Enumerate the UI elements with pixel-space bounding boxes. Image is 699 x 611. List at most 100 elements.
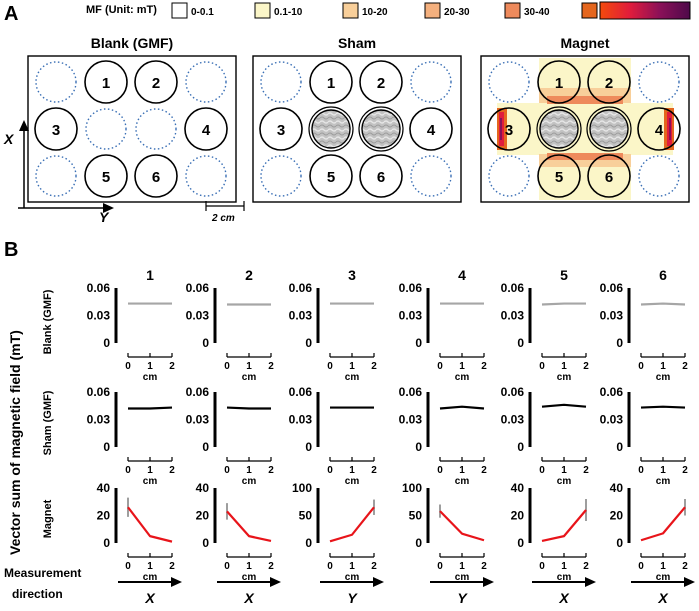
y-tick-label: 0 — [517, 336, 524, 350]
direction-arrow-head-icon — [585, 577, 596, 587]
y-tick-label: 0.06 — [186, 281, 210, 295]
x-unit-label: cm — [143, 372, 158, 383]
x-tick-label: 2 — [481, 465, 487, 476]
x-unit-label: cm — [455, 572, 470, 583]
well-label: 1 — [102, 75, 110, 92]
magnet-well-outer — [586, 106, 632, 152]
magnet-well — [311, 109, 351, 149]
x-unit-label: cm — [656, 476, 671, 487]
well-numbered — [537, 154, 581, 198]
x-unit-label: cm — [557, 372, 572, 383]
y-tick-label: 0.06 — [186, 385, 210, 399]
x-tick-label: 0 — [327, 361, 333, 372]
scale-bar-label: 2 cm — [211, 213, 235, 224]
well-numbered — [309, 60, 353, 104]
magnet-well-outer — [358, 106, 404, 152]
series-line — [439, 405, 485, 410]
y-tick-label: 0 — [415, 440, 422, 454]
y-tick-label: 0.06 — [501, 281, 525, 295]
well-empty — [85, 108, 127, 150]
x-tick-label: 2 — [268, 561, 274, 572]
well-empty — [35, 155, 77, 197]
well-empty — [35, 61, 77, 103]
y-tick-label: 0 — [202, 536, 209, 550]
measurement-label-line1: Measurement — [4, 566, 81, 580]
magnet-well — [539, 109, 579, 149]
well-empty — [260, 155, 302, 197]
direction-label: X — [144, 590, 156, 606]
direction-arrow-head-icon — [684, 577, 695, 587]
x-tick-label: 0 — [125, 361, 131, 372]
x-tick-label: 2 — [371, 361, 377, 372]
well-numbered — [537, 60, 581, 104]
well-numbered — [259, 107, 303, 151]
well-numbered — [637, 107, 681, 151]
well-empty — [410, 155, 452, 197]
y-tick-label: 0.06 — [289, 385, 313, 399]
y-tick-label: 0.03 — [87, 413, 111, 427]
x-tick-label: 0 — [437, 361, 443, 372]
y-tick-label: 0 — [305, 440, 312, 454]
y-tick-label: 100 — [402, 481, 422, 495]
well-numbered — [34, 107, 78, 151]
well-empty — [488, 61, 530, 103]
x-tick-label: 1 — [660, 561, 666, 572]
x-tick-label: 2 — [583, 561, 589, 572]
measurement-label-line2: direction — [12, 587, 63, 601]
x-tick-label: 0 — [539, 465, 545, 476]
x-tick-label: 1 — [660, 465, 666, 476]
y-tick-label: 50 — [299, 509, 313, 523]
y-axis-title: Vector sum of magnetic field (mT) — [7, 330, 23, 555]
legend-swatch — [581, 2, 598, 19]
x-tick-label: 2 — [481, 561, 487, 572]
y-tick-label: 0.06 — [399, 281, 423, 295]
x-unit-label: cm — [557, 572, 572, 583]
well-numbered — [309, 154, 353, 198]
y-tick-label: 0 — [103, 536, 110, 550]
magnet-well-outer — [308, 106, 354, 152]
x-unit-label: cm — [242, 476, 257, 487]
x-tick-label: 1 — [349, 561, 355, 572]
y-tick-label: 0.03 — [289, 413, 313, 427]
well-numbered — [84, 154, 128, 198]
series-line — [226, 406, 271, 410]
y-tick-label: 40 — [511, 481, 525, 495]
field-heatmap-patch — [497, 103, 673, 155]
row-label: Sham (GMF) — [42, 390, 54, 455]
x-tick-label: 0 — [539, 361, 545, 372]
well-label: 6 — [605, 169, 613, 186]
x-arrow-head-icon — [19, 120, 29, 131]
row-label: Blank (GMF) — [42, 289, 54, 354]
x-tick-label: 2 — [371, 561, 377, 572]
series-line — [640, 405, 686, 409]
axis-y-label: Y — [99, 209, 110, 225]
x-tick-label: 1 — [660, 361, 666, 372]
direction-label: Y — [347, 590, 358, 606]
y-tick-label: 40 — [97, 481, 111, 495]
x-tick-label: 0 — [327, 561, 333, 572]
x-tick-label: 0 — [638, 361, 644, 372]
legend-item-label: 20-30 — [444, 7, 470, 18]
y-tick-label: 0.03 — [399, 413, 423, 427]
field-heatmap-patch — [547, 153, 623, 160]
well-empty — [185, 61, 227, 103]
x-unit-label: cm — [656, 372, 671, 383]
x-tick-label: 0 — [224, 561, 230, 572]
x-tick-label: 1 — [459, 561, 465, 572]
y-tick-label: 0.03 — [289, 309, 313, 323]
x-tick-label: 0 — [224, 361, 230, 372]
direction-arrow-head-icon — [270, 577, 281, 587]
y-tick-label: 0.03 — [186, 413, 210, 427]
well-label: 3 — [52, 122, 60, 139]
legend-swatch — [254, 2, 271, 19]
